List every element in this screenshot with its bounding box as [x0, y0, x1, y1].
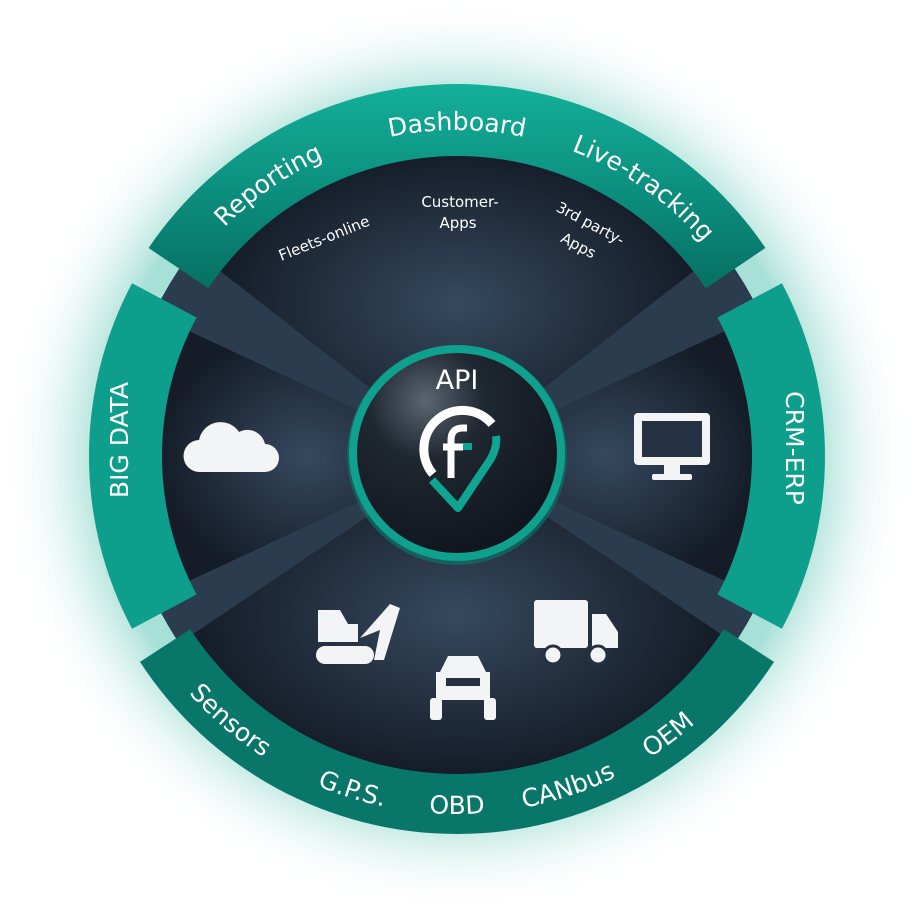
monitor-icon	[634, 413, 710, 480]
inner-label-customer: Customer-	[421, 193, 498, 211]
bottom-label-obd: OBD	[429, 790, 486, 820]
fleets-logo-icon	[419, 405, 501, 512]
car-icon	[430, 656, 496, 720]
api-label: API	[436, 365, 479, 396]
bottom-sector	[193, 456, 721, 774]
excavator-icon	[316, 604, 400, 664]
top-sector	[216, 150, 698, 457]
truck-icon	[534, 600, 618, 666]
api-hub: API	[347, 345, 567, 565]
cloud-icon	[183, 422, 279, 473]
inner-label-customer-apps: Apps	[439, 214, 476, 232]
bottom-ring	[139, 629, 775, 834]
svg-text:OBD: OBD	[429, 790, 486, 820]
top-ring	[148, 83, 766, 289]
left-label-big-data: BIG DATA	[105, 382, 134, 498]
left-sector	[156, 329, 457, 583]
right-sector	[457, 329, 757, 583]
right-label-crm-erp: CRM-ERP	[780, 391, 809, 505]
left-ring	[88, 283, 197, 629]
right-ring	[717, 283, 826, 629]
